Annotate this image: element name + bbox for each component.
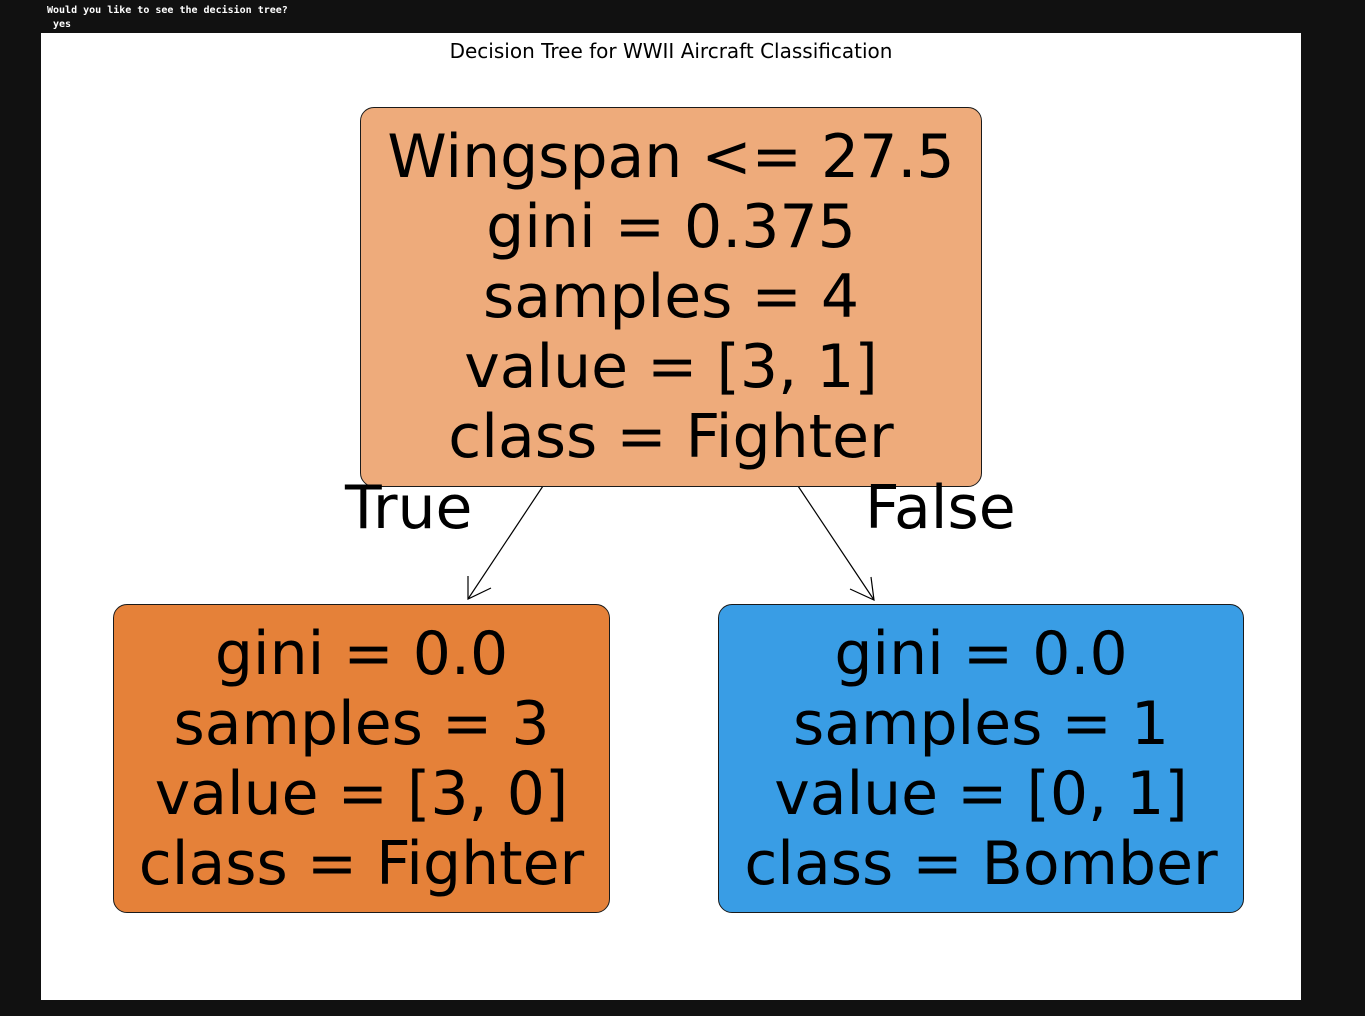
edge-true-label: True xyxy=(345,473,473,543)
tree-edges xyxy=(467,485,875,601)
left-leaf-node: gini = 0.0 samples = 3 value = [3, 0] cl… xyxy=(113,604,610,913)
right-class: class = Bomber xyxy=(744,828,1218,899)
root-value: value = [3, 1] xyxy=(464,332,878,402)
edge-true-arrow xyxy=(467,485,544,600)
figure-canvas: Decision Tree for WWII Aircraft Classifi… xyxy=(41,33,1301,1000)
left-samples: samples = 3 xyxy=(173,688,550,759)
root-node: Wingspan <= 27.5 gini = 0.375 samples = … xyxy=(360,107,982,487)
left-value: value = [3, 0] xyxy=(154,758,569,829)
left-gini: gini = 0.0 xyxy=(214,618,509,689)
root-split-condition: Wingspan <= 27.5 xyxy=(387,122,955,192)
left-class: class = Fighter xyxy=(138,828,585,899)
right-gini: gini = 0.0 xyxy=(834,618,1128,689)
console-answer: yes xyxy=(53,19,72,30)
right-value: value = [0, 1] xyxy=(774,758,1188,829)
right-samples: samples = 1 xyxy=(793,688,1169,759)
root-samples: samples = 4 xyxy=(483,262,859,332)
console-output: Would you like to see the decision tree?… xyxy=(47,4,288,32)
edge-false-label: False xyxy=(865,473,1016,543)
console-prompt: Would you like to see the decision tree? xyxy=(47,5,288,16)
right-leaf-node: gini = 0.0 samples = 1 value = [0, 1] cl… xyxy=(718,604,1244,913)
root-gini: gini = 0.375 xyxy=(486,192,856,262)
figure-title: Decision Tree for WWII Aircraft Classifi… xyxy=(449,39,893,63)
edge-false-arrow xyxy=(797,485,875,601)
root-class: class = Fighter xyxy=(448,402,894,472)
